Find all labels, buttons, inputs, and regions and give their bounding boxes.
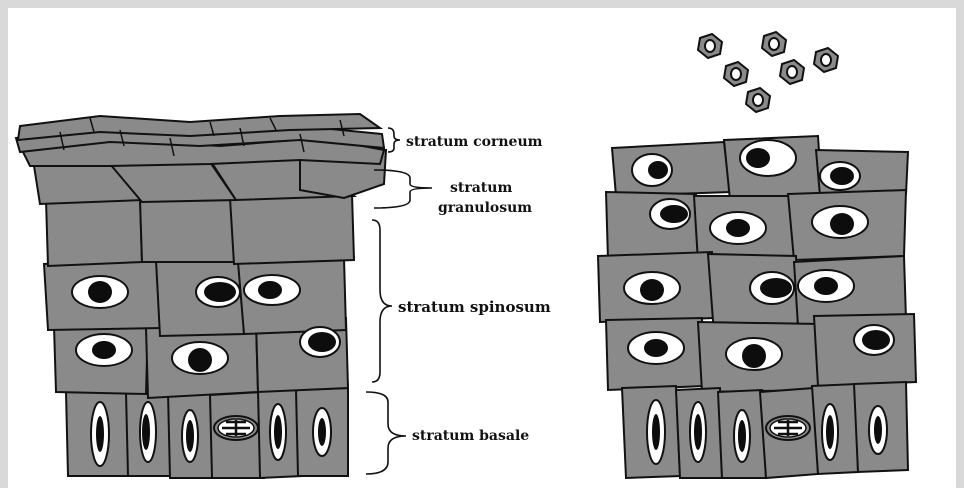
layer-labels: stratum corneum stratum granulosum strat… [366, 128, 551, 474]
label-stratum-granulosum-1: stratum [450, 180, 512, 196]
epidermis-diagram: stratum corneum stratum granulosum strat… [8, 8, 956, 488]
corneum-cells [16, 114, 384, 166]
diagram-canvas: stratum corneum stratum granulosum strat… [8, 8, 956, 488]
label-stratum-granulosum-2: granulosum [438, 200, 532, 216]
label-stratum-spinosum: stratum spinosum [398, 298, 551, 316]
shed-cells [698, 32, 838, 112]
right-mitotic-cell [766, 416, 810, 440]
spinosum-brace [372, 220, 392, 382]
label-stratum-corneum: stratum corneum [406, 134, 543, 150]
granulosum-cells [34, 150, 386, 266]
mitotic-cell [214, 416, 258, 440]
left-epidermis [16, 114, 386, 478]
corneum-brace [388, 128, 400, 152]
right-tissue [598, 32, 916, 478]
basale-brace [366, 392, 406, 474]
label-stratum-basale: stratum basale [412, 428, 529, 444]
